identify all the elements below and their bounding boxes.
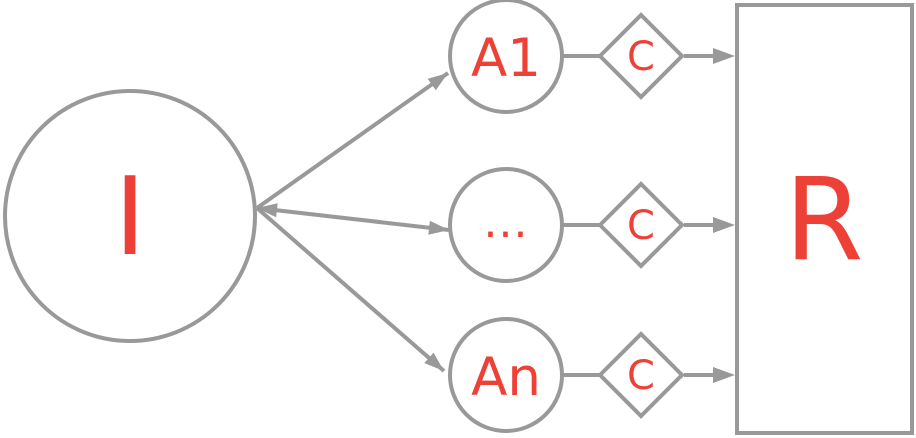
arrowhead-into-attr3 bbox=[424, 352, 444, 371]
edge-input-to-attr3 bbox=[255, 206, 446, 373]
attribute2-label: ... bbox=[484, 197, 529, 248]
edge-input-to-attr2 bbox=[256, 206, 450, 232]
attribute3-label: An bbox=[471, 347, 541, 408]
arrowhead-into-result-1 bbox=[713, 48, 735, 64]
attribute2-circle bbox=[448, 167, 564, 283]
result-entity-rectangle bbox=[735, 3, 914, 435]
condition3-diamond bbox=[597, 331, 685, 419]
arrowhead-into-result-2 bbox=[713, 217, 735, 233]
arrowhead-into-attr2 bbox=[428, 220, 449, 235]
condition2-label: C bbox=[627, 203, 655, 249]
condition1-label: C bbox=[627, 34, 655, 80]
arrowhead-back-into-input bbox=[257, 203, 278, 218]
arrowhead-into-attr1 bbox=[427, 73, 448, 91]
arrowhead-into-result-3 bbox=[713, 367, 735, 383]
attribute1-circle bbox=[448, 0, 564, 114]
edge-input-to-attr1 bbox=[255, 71, 450, 210]
result-entity-label: R bbox=[784, 153, 863, 286]
condition3-label: C bbox=[627, 353, 655, 399]
input-entity-circle bbox=[3, 89, 257, 343]
attribute1-label: A1 bbox=[471, 28, 541, 89]
attribute3-circle bbox=[448, 317, 564, 433]
condition1-diamond bbox=[597, 12, 685, 100]
input-entity-label: I bbox=[114, 155, 146, 280]
condition2-diamond bbox=[597, 181, 685, 269]
